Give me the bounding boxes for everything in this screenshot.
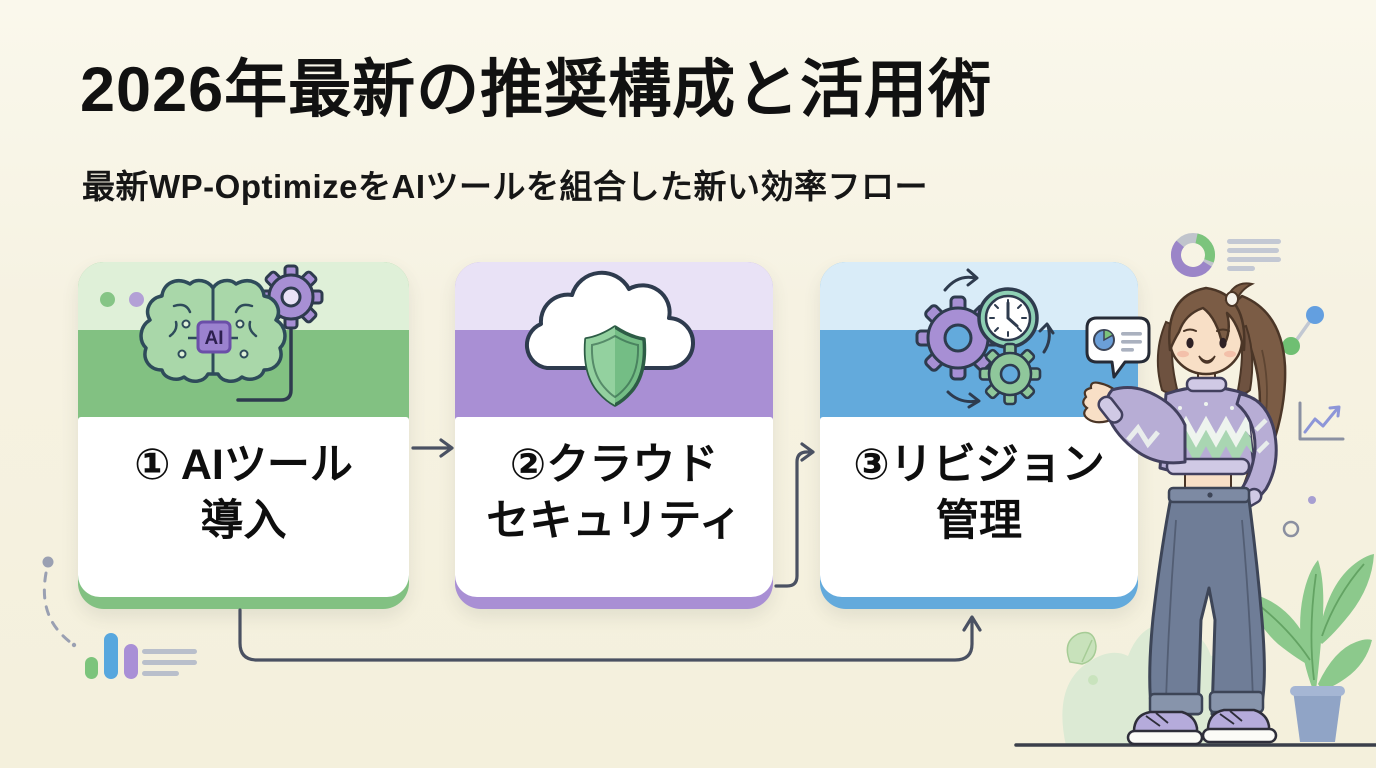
right-sleeve xyxy=(1234,392,1278,509)
page-subtitle: 最新WP-OptimizeをAIツールを組合した新い効率フロー xyxy=(82,168,928,205)
step-3-label-line1: ③リビジョン xyxy=(853,441,1105,490)
bangs-hair xyxy=(1168,286,1246,352)
donut-chart-icon xyxy=(1171,233,1215,277)
page-title: 2026年最新の推奨構成と活用術 xyxy=(80,55,993,125)
step-card-3: ③リビジョン 管理 xyxy=(820,262,1138,609)
leaf-decoration xyxy=(1066,631,1097,665)
step1-to-step2-arrow xyxy=(411,438,454,458)
node-link-icon xyxy=(1282,306,1324,355)
step-2-label-line2: セキュリティ xyxy=(486,497,742,545)
sweater xyxy=(1158,376,1256,477)
plant-pot xyxy=(1293,690,1342,742)
step-card-2-body: ②クラウド セキュリティ xyxy=(455,417,773,597)
window-dot-purple xyxy=(129,292,144,307)
step-card-3-body: ③リビジョン 管理 xyxy=(820,417,1138,597)
ai-chip-label: AI xyxy=(205,328,224,349)
ponytail-hair xyxy=(1226,294,1287,503)
step-card-1-body: ① AIツール 導入 xyxy=(78,417,409,597)
dashed-pin-path xyxy=(42,556,77,648)
step-2-label-line1: ②クラウド xyxy=(509,441,719,490)
ground-blob xyxy=(1062,624,1259,746)
mini-bar-chart-icon xyxy=(85,633,138,679)
window-dots xyxy=(100,292,173,307)
step-card-3-header xyxy=(820,262,1138,330)
step-card-2-header xyxy=(455,262,773,330)
step-1-label-line1: ① AIツール xyxy=(134,441,353,490)
potted-plant xyxy=(1248,554,1374,742)
step-card-1: AI ① AIツール 導入 xyxy=(78,262,409,609)
face xyxy=(1168,304,1244,376)
text-lines-icon xyxy=(142,649,197,676)
step-card-1-header xyxy=(78,262,409,330)
text-lines-icon xyxy=(1227,239,1281,271)
step-1-label-line2: 導入 xyxy=(200,497,287,545)
step-card-2: ②クラウド セキュリティ xyxy=(455,262,773,609)
sneakers xyxy=(1126,708,1278,746)
window-dot-green xyxy=(100,292,115,307)
dot-decoration xyxy=(1088,675,1098,685)
ring-decoration xyxy=(1282,520,1300,538)
step-3-label-line2: 管理 xyxy=(936,497,1022,545)
step2-to-step3-arrow xyxy=(774,442,815,588)
trend-chart-icon xyxy=(1298,401,1345,441)
dot-decoration xyxy=(1308,496,1316,504)
window-dot-dark xyxy=(158,292,173,307)
green-gear-icon xyxy=(978,342,1042,406)
pants xyxy=(1148,486,1266,716)
circuit-line xyxy=(236,323,293,402)
shield-icon xyxy=(583,325,647,407)
step1-loop-to-step3-arrow xyxy=(238,608,982,662)
